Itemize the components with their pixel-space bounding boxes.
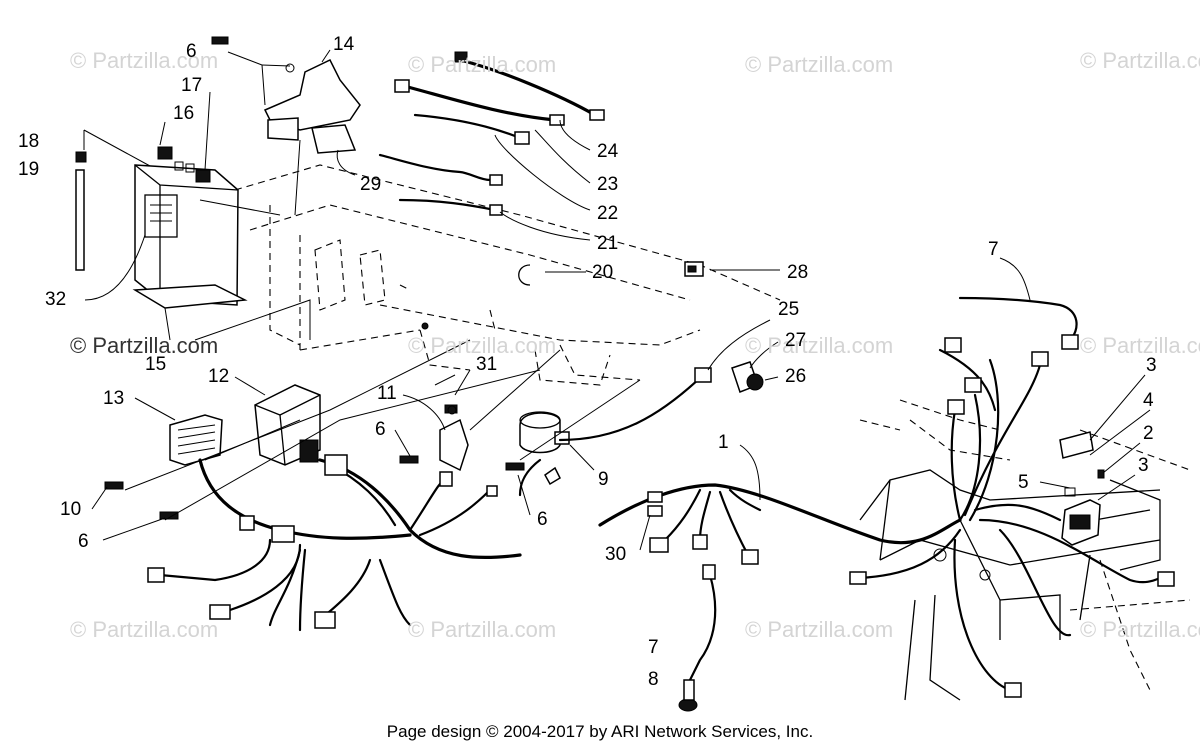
- callout-4: 4: [1143, 390, 1154, 411]
- battery-bracket: [211, 36, 361, 141]
- callout-3: 3: [1146, 355, 1157, 376]
- battery-cables: [378, 51, 605, 216]
- callout-32: 32: [45, 289, 67, 310]
- battery-strap: [75, 151, 87, 271]
- main-wiring-harness: [147, 454, 962, 632]
- callout-16: 16: [173, 103, 195, 124]
- callout-26: 26: [785, 366, 807, 387]
- callout-7: 7: [648, 637, 659, 658]
- callout-17: 17: [181, 75, 203, 96]
- sensor-lead: [678, 296, 1079, 712]
- callout-30: 30: [605, 544, 627, 565]
- callout-10: 10: [60, 499, 82, 520]
- rear-frame: [859, 399, 1191, 701]
- callout-11: 11: [377, 383, 397, 404]
- callout-23: 23: [597, 174, 619, 195]
- fuse-holder: [647, 491, 663, 517]
- frame-outline: [234, 164, 781, 386]
- callout-7: 7: [988, 239, 999, 260]
- callout-27: 27: [785, 330, 807, 351]
- callout-5: 5: [1018, 472, 1029, 493]
- callout-15: 15: [145, 354, 167, 375]
- callout-6: 6: [78, 531, 89, 552]
- callout-1: 1: [718, 432, 729, 453]
- callout-3: 3: [1138, 455, 1149, 476]
- rear-brake-switch: [1059, 431, 1105, 621]
- callout-6: 6: [537, 509, 548, 530]
- callout-21: 21: [597, 233, 619, 254]
- callout-29: 29: [360, 174, 382, 195]
- cable-clip: [518, 264, 531, 286]
- callout-6: 6: [186, 41, 197, 62]
- callout-24: 24: [597, 141, 619, 162]
- callout-14: 14: [333, 34, 355, 55]
- callout-6: 6: [375, 419, 386, 440]
- callout-25: 25: [778, 299, 800, 320]
- callout-12: 12: [208, 366, 230, 387]
- callout-22: 22: [597, 203, 619, 224]
- callout-2: 2: [1143, 423, 1154, 444]
- screws: [104, 322, 525, 520]
- callout-28: 28: [787, 262, 809, 283]
- insulator-pad: [311, 124, 357, 154]
- battery-pad: [132, 284, 248, 309]
- starter-relay: [439, 404, 469, 472]
- callout-8: 8: [648, 669, 659, 690]
- leader-lines: [83, 49, 1151, 551]
- page-footer: Page design © 2004-2017 by ARI Network S…: [386, 722, 814, 741]
- callout-13: 13: [103, 388, 125, 409]
- spark-plug-cap: [558, 361, 764, 442]
- callout-31: 31: [476, 354, 498, 375]
- callout-9: 9: [598, 469, 609, 490]
- callout-20: 20: [592, 262, 614, 283]
- harness-rear-branches: [849, 337, 1175, 698]
- ignition-coil: [519, 411, 570, 454]
- battery: [134, 146, 239, 306]
- voltage-regulator: [169, 414, 223, 466]
- callout-19: 19: [18, 159, 40, 180]
- callout-18: 18: [18, 131, 40, 152]
- connector-cap: [684, 261, 704, 277]
